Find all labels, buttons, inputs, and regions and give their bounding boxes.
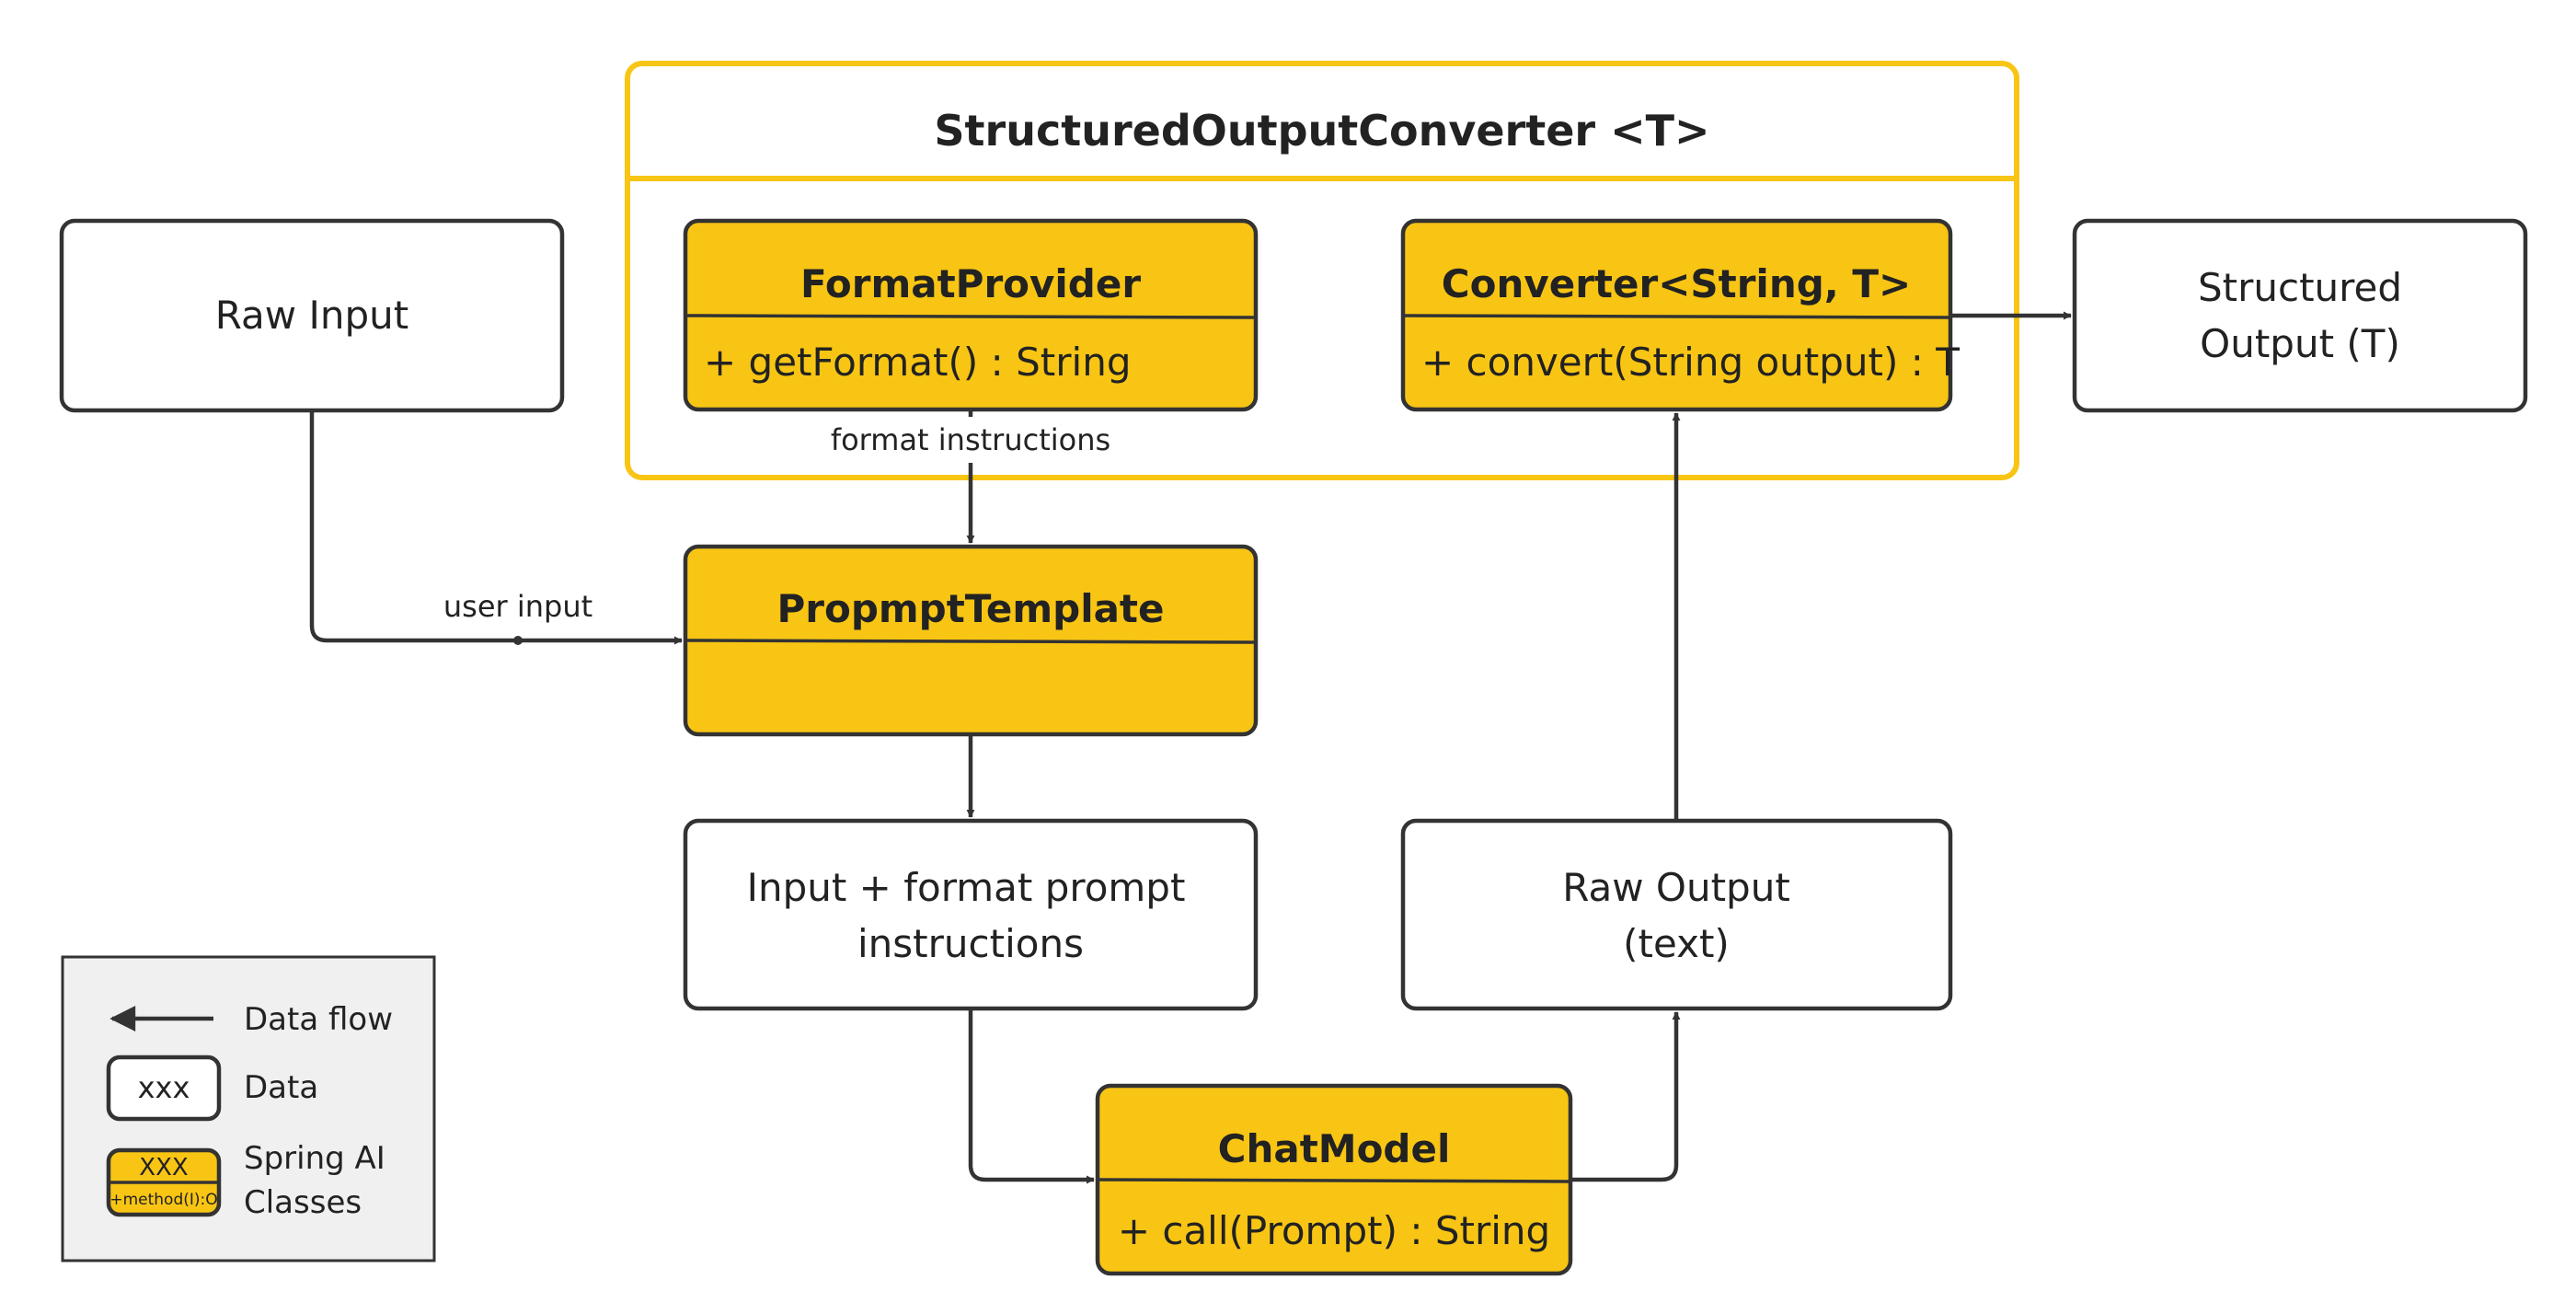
edges: format instructions user input [309,311,2072,1184]
edge-junction-dot [513,636,523,645]
format-provider-class: FormatProvider + getFormat() : String [683,218,1259,412]
legend: Data flow xxx Data XXX +method(I):O Spri… [61,955,436,1262]
legend-data-flow: Data flow [244,1001,393,1038]
edge-chat-model-to-raw-output [1570,1011,1681,1182]
structured-output-node: Structured Output (T) [2072,218,2528,413]
legend-class-sample-method: +method(I):O [109,1191,217,1209]
structured-output-line1: Structured [2198,265,2402,310]
raw-output-node: Raw Output (text) [1400,818,1953,1011]
converter-frame [625,61,2019,480]
legend-data: Data [244,1069,318,1106]
legend-classes-line1: Spring AI [244,1140,385,1177]
edge-input-format-to-chat-model [968,1009,1095,1184]
prompt-template-divider [684,639,1257,644]
raw-output-box [1400,818,1953,1011]
input-format-box [683,818,1259,1011]
converter-class-name: Converter<String, T> [1442,261,1911,306]
legend-classes-line2: Classes [244,1184,362,1221]
format-provider-name: FormatProvider [800,261,1141,306]
format-provider-divider [684,314,1257,319]
raw-input-node: Raw Input [59,218,565,413]
chat-model-class: ChatModel + call(Prompt) : String [1095,1083,1573,1276]
converter-title: StructuredOutputConverter <T> [934,106,1709,156]
chat-model-method: + call(Prompt) : String [1118,1208,1550,1253]
edge-label-format-instructions: format instructions [831,422,1110,457]
legend-class-sample-name: XXX [139,1154,188,1181]
legend-data-sample: xxx [138,1070,190,1105]
chat-model-name: ChatModel [1218,1126,1451,1171]
converter-class-divider [1402,314,1951,319]
legend-data-icon [106,1055,222,1122]
input-format-line1: Input + format prompt [747,865,1186,910]
structured-output-converter: StructuredOutputConverter <T> [625,61,2019,480]
edge-label-user-input: user input [443,589,592,624]
input-format-node: Input + format prompt instructions [683,818,1259,1011]
converter-class-method: + convert(String output) : T [1421,340,1960,385]
format-provider-method: + getFormat() : String [704,340,1131,385]
prompt-template-class: PropmptTemplate [683,544,1259,737]
structured-output-line2: Output (T) [2200,321,2400,366]
structured-output-box [2072,218,2528,413]
raw-input-label: Raw Input [215,293,408,338]
chat-model-divider [1097,1178,1571,1183]
raw-output-line1: Raw Output [1562,865,1790,910]
input-format-line2: instructions [857,921,1084,966]
raw-output-line2: (text) [1623,921,1730,966]
edge-input-to-template [309,410,683,645]
converter-class: Converter<String, T> + convert(String ou… [1400,218,1960,412]
prompt-template-name: PropmptTemplate [776,586,1164,631]
edge-label-bg [819,417,1122,463]
